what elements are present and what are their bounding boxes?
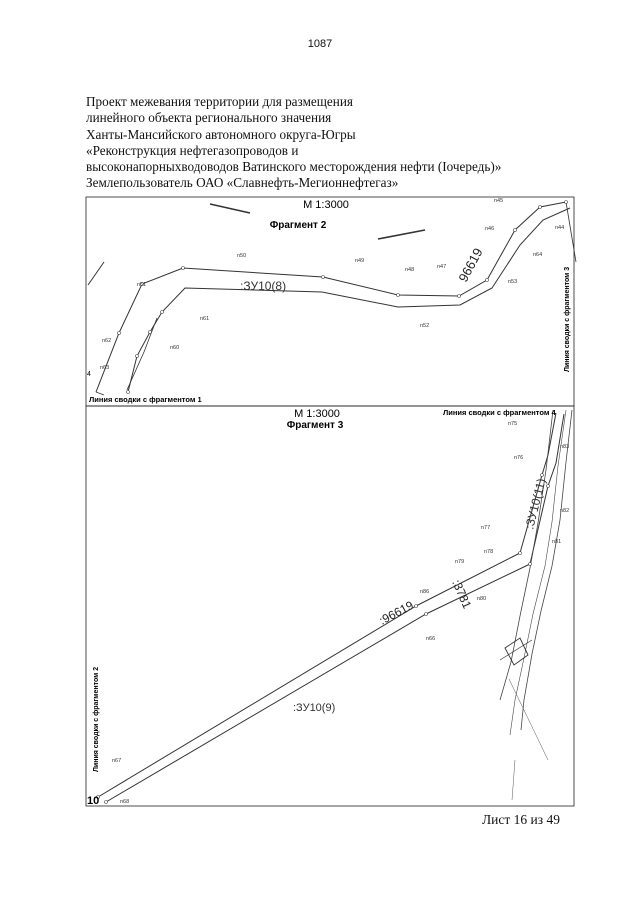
fragment-title: Фрагмент 3 [287, 420, 344, 431]
parcel-label: :ЗУ10(11) [522, 477, 548, 531]
header-line: линейного объекта регионального значения [86, 110, 332, 126]
header-line: Землепользователь ОАО «Славнефть-Мегионн… [86, 175, 399, 191]
merge-line-label: Линия сводки с фрагментом 4 [443, 408, 556, 417]
point-label: n79 [455, 559, 464, 565]
point-label: n44 [555, 225, 564, 231]
edge-number: 10 [87, 795, 99, 807]
point-label: n52 [420, 323, 429, 329]
point-label: n61 [200, 316, 209, 322]
parcel-label: :ЗУ10(8) [240, 279, 286, 293]
point-label: n46 [485, 226, 494, 232]
edge-number: 4 [87, 371, 91, 378]
code-label: :3781 [449, 578, 474, 611]
sheet-number: Лист 16 из 49 [482, 812, 560, 827]
point-label: n51 [137, 282, 146, 288]
point-label: n68 [120, 799, 129, 805]
point-label: n82 [560, 508, 569, 514]
point-label: n83 [560, 444, 569, 450]
point-label: n66 [426, 636, 435, 642]
point-label: n62 [102, 338, 111, 344]
point-label: n53 [508, 279, 517, 285]
point-label: n50 [237, 253, 246, 259]
point-label: n47 [437, 264, 446, 270]
fragment-3-map: n75 n76 n77 n78 n79 n80 n81 n82 n83 n86 … [85, 405, 575, 807]
point-label: n78 [484, 549, 493, 555]
fragment-scale: М 1:3000 [294, 408, 340, 420]
fragment-2-map: n45 n46 n44 n64 n47 n48 n49 n50 n51 n61 … [85, 196, 577, 407]
fragment-title: Фрагмент 2 [270, 220, 327, 231]
header-line: Ханты-Мансийского автономного округа-Югр… [86, 126, 356, 142]
parcel-label: :ЗУ10(9) [293, 702, 335, 714]
header-line: высоконапорныхводоводов Ватинского место… [86, 159, 502, 175]
point-label: n45 [494, 198, 503, 204]
document-header: Проект межевания территории для размещен… [86, 94, 606, 192]
point-label: n81 [552, 539, 561, 545]
point-label: n64 [533, 252, 542, 258]
point-label: n75 [508, 421, 517, 427]
header-line: Проект межевания территории для размещен… [86, 94, 353, 109]
point-label: n63 [100, 365, 109, 371]
point-label: n60 [170, 345, 179, 351]
point-label: n67 [112, 758, 121, 764]
point-label: n76 [514, 455, 523, 461]
merge-line-label: Линия сводки с фрагментом 2 [93, 667, 100, 772]
point-label: n80 [477, 596, 486, 602]
page-number: 1087 [307, 38, 333, 50]
header-line: «Реконструкция нефтегазопроводов и [86, 142, 299, 158]
area-label: 96619 [455, 245, 485, 284]
merge-line-label: Линия сводки с фрагментом 3 [564, 267, 571, 372]
point-label: n48 [405, 267, 414, 273]
point-label: n49 [355, 258, 364, 264]
merge-line-label: Линия сводки с фрагментом 1 [89, 395, 202, 404]
point-label: n77 [481, 525, 490, 531]
fragment-scale: М 1:3000 [303, 199, 349, 211]
point-label: n86 [420, 589, 429, 595]
